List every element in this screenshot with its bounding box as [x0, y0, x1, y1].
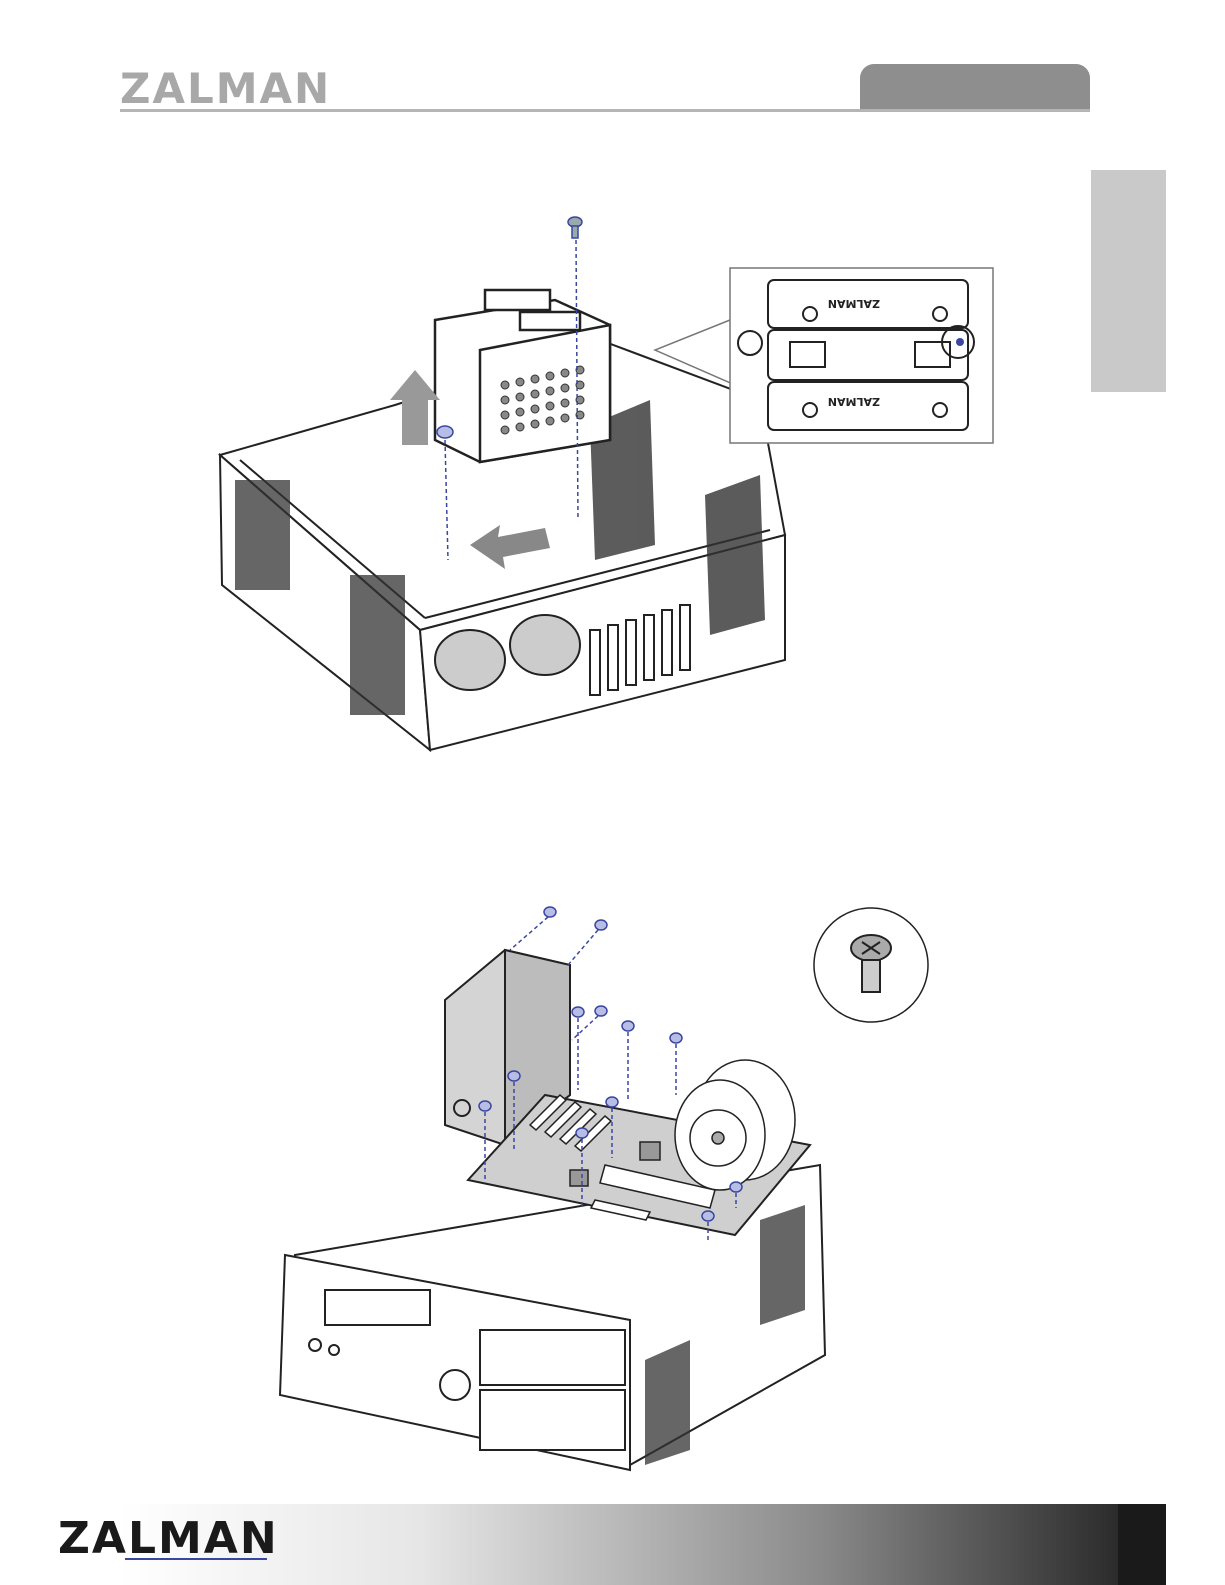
- callout-brand-upper: ZALMAN: [828, 297, 880, 310]
- callout-brand-lower: ZALMAN: [828, 395, 880, 408]
- footer-page-block: [1118, 1504, 1166, 1585]
- screw-top: [568, 217, 582, 238]
- figure-hdd-cage-removal: ZALMAN ZALMAN: [0, 0, 1225, 780]
- highlight-dot: [956, 338, 964, 346]
- screw-cage-base: [437, 426, 453, 438]
- footer-logo: ZALMAN: [58, 1513, 279, 1564]
- footer-link-underline[interactable]: [125, 1558, 267, 1560]
- figure-motherboard-install: [0, 890, 1225, 1490]
- hdd-cage: [435, 290, 610, 462]
